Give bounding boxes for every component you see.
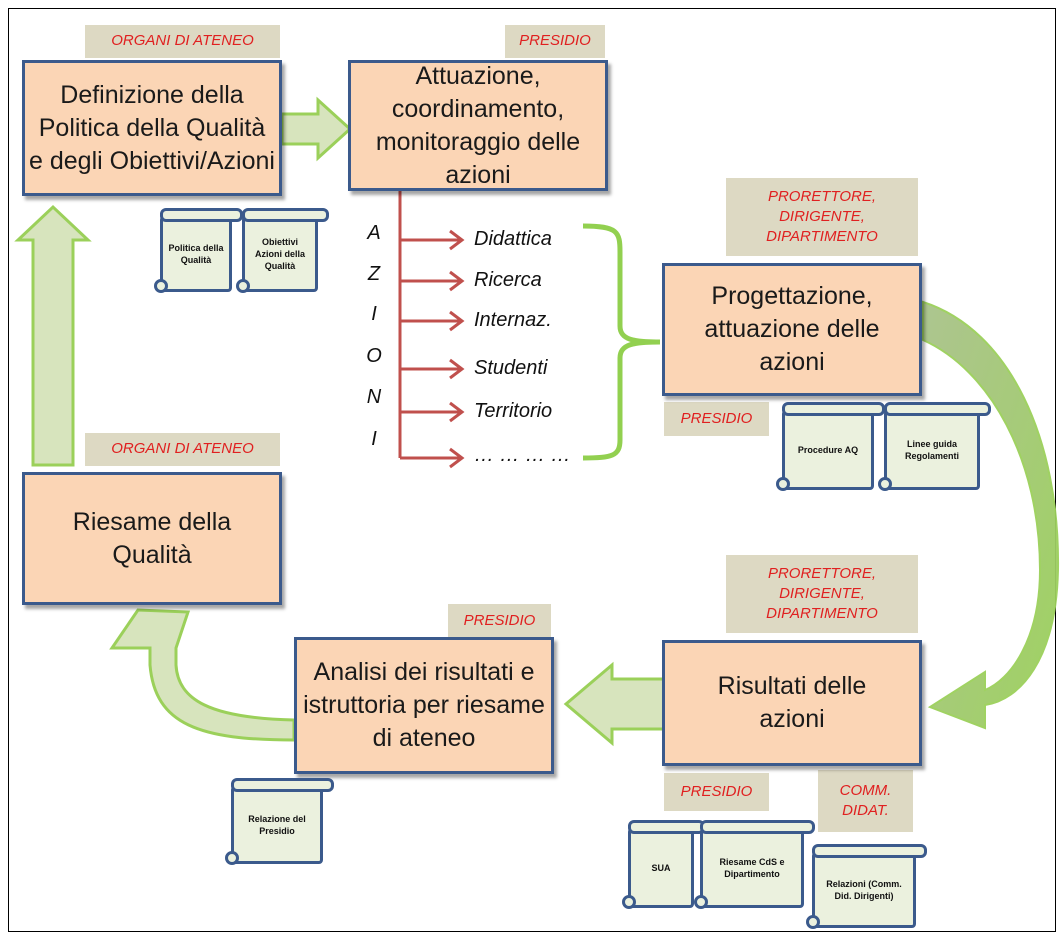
azioni-branch-arrows bbox=[400, 229, 465, 469]
arrow-analisi-to-riesame bbox=[109, 608, 296, 742]
arrow-risultati-to-analisi bbox=[563, 661, 666, 747]
doc-relazione-presidio: Relazione del Presidio bbox=[225, 778, 334, 865]
tag-presidio-bottom: PRESIDIO bbox=[664, 773, 769, 811]
azioni-letter: N bbox=[366, 386, 382, 408]
tag-comm-didat: COMM. DIDAT. bbox=[818, 770, 913, 832]
diagram-frame bbox=[8, 8, 1056, 932]
arrow-riesame-to-definizione bbox=[14, 204, 92, 467]
tag-presidio-mid: PRESIDIO bbox=[664, 402, 769, 436]
doc-procedure-aq: Procedure AQ bbox=[776, 402, 885, 491]
tag-presidio-center: PRESIDIO bbox=[448, 604, 551, 638]
doc-linee-guida: Linee guida Regolamenti bbox=[878, 402, 991, 491]
azioni-letter: A bbox=[367, 222, 381, 244]
box-analisi-risultati: Analisi dei risultati e istruttoria per … bbox=[294, 637, 554, 774]
box-riesame-qualita: Riesame della Qualità bbox=[22, 472, 282, 605]
azioni-brace bbox=[582, 223, 661, 461]
tag-organi-ateneo-left: ORGANI DI ATENEO bbox=[85, 433, 280, 466]
action-item: Didattica bbox=[474, 228, 552, 250]
arrow-progettazione-to-risultati bbox=[922, 300, 1060, 730]
action-item: Internaz. bbox=[474, 309, 552, 331]
tag-prorettore-bottom: PRORETTORE, DIRIGENTE, DIPARTIMENTO bbox=[726, 555, 918, 633]
box-risultati-azioni: Risultati delle azioni bbox=[662, 640, 922, 766]
action-item: Territorio bbox=[474, 400, 553, 422]
box-attuazione-coordinamento: Attuazione, coordinamento, monitoraggio … bbox=[348, 60, 608, 191]
tag-prorettore-top: PRORETTORE, DIRIGENTE, DIPARTIMENTO bbox=[726, 178, 918, 256]
doc-riesame-cds: Riesame CdS e Dipartimento bbox=[694, 820, 815, 909]
action-item: Studenti bbox=[474, 357, 548, 379]
tag-presidio-top: PRESIDIO bbox=[505, 25, 605, 58]
action-item: Ricerca bbox=[474, 269, 542, 291]
arrow-definizione-to-attuazione bbox=[280, 96, 353, 162]
box-definizione-politica: Definizione della Politica della Qualità… bbox=[22, 60, 282, 196]
doc-relazioni-comm: Relazioni (Comm. Did. Dirigenti) bbox=[806, 844, 927, 929]
doc-politica-qualita: Politica della Qualità bbox=[154, 208, 243, 293]
doc-obiettivi-azioni: Obiettivi Azioni della Qualità bbox=[236, 208, 329, 293]
azioni-letter: Z bbox=[367, 263, 381, 285]
azioni-letter: I bbox=[371, 428, 377, 450]
box-progettazione: Progettazione, attuazione delle azioni bbox=[662, 263, 922, 396]
action-item: … … … … bbox=[474, 444, 571, 466]
azioni-letter: O bbox=[366, 345, 382, 367]
doc-sua: SUA bbox=[622, 820, 705, 909]
tag-organi-ateneo-top: ORGANI DI ATENEO bbox=[85, 25, 280, 58]
azioni-letter: I bbox=[371, 303, 377, 325]
